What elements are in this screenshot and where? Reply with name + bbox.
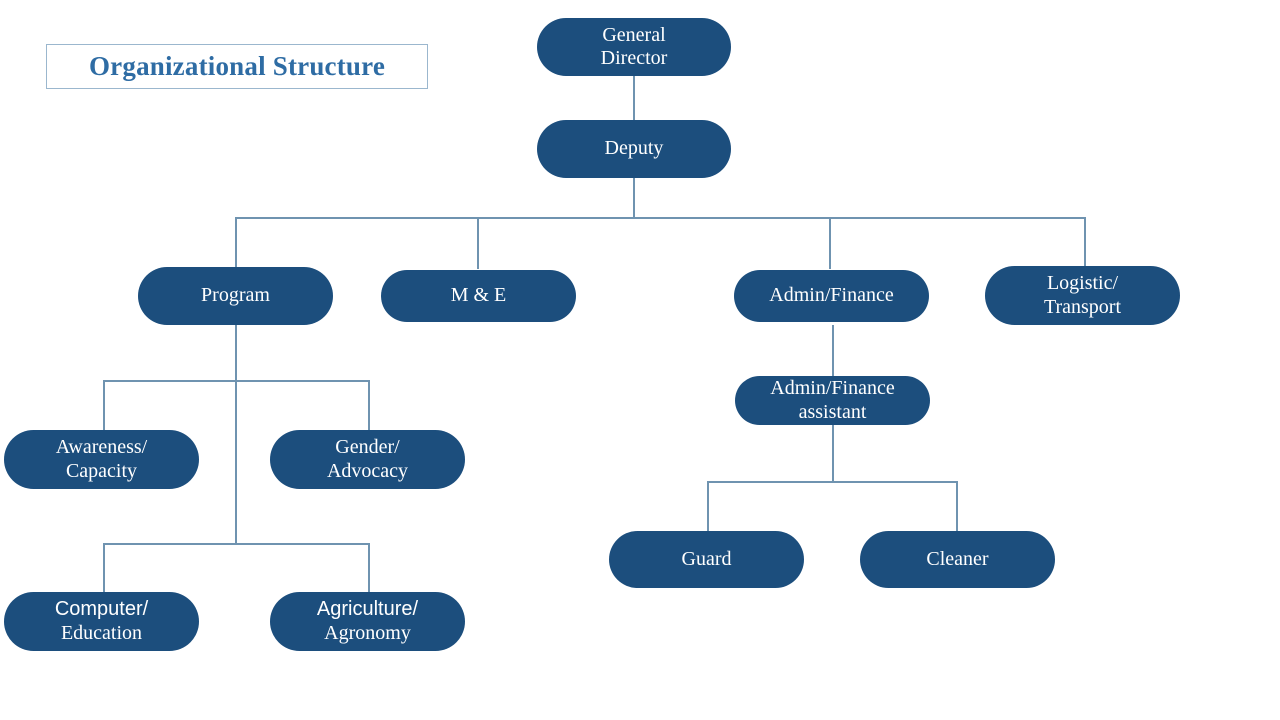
node-m-and-e-label: M & E [450,284,507,307]
node-gender-advocacy-label: Gender/Advocacy [326,436,409,482]
connector-drop-cleaner [956,481,958,532]
connector-program-bus-2 [103,543,370,545]
connector-drop-program [235,217,237,269]
node-deputy[interactable]: Deputy [537,120,731,178]
node-awareness-capacity-label: Awareness/Capacity [55,436,148,482]
node-program-label: Program [201,284,270,307]
node-cleaner-label: Cleaner [926,547,989,570]
connector-deputy-stem [633,178,635,218]
node-cleaner[interactable]: Cleaner [860,531,1055,588]
page-title: Organizational Structure [88,51,386,81]
node-agriculture-agronomy-label: Agriculture/Agronomy [316,598,419,644]
connector-drop-agriculture-agronomy [368,543,370,594]
connector-adminfinance-to-assistant [832,325,834,376]
node-agriculture-agronomy[interactable]: Agriculture/Agronomy [270,592,465,651]
node-guard[interactable]: Guard [609,531,804,588]
node-computer-education[interactable]: Computer/Education [4,592,199,651]
node-program[interactable]: Program [138,267,333,325]
node-admin-finance[interactable]: Admin/Finance [734,270,929,322]
connector-drop-m-and-e [477,217,479,269]
connector-director-to-deputy [633,76,635,120]
connector-assistant-stem [832,425,834,481]
connector-drop-gender-advocacy [368,380,370,431]
chart-title-box: Organizational Structure [46,44,428,89]
connector-drop-logistic-transport [1084,217,1086,269]
connector-drop-guard [707,481,709,532]
node-admin-finance-label: Admin/Finance [769,284,894,307]
node-guard-label: Guard [681,547,732,570]
connector-drop-computer-education [103,543,105,594]
connector-assistant-bus [707,481,958,483]
connector-program-bus-1 [103,380,370,382]
node-logistic-transport[interactable]: Logistic/Transport [985,266,1180,325]
connector-program-trunk [235,325,237,543]
connector-level2-bus [235,217,1086,219]
node-logistic-transport-label: Logistic/Transport [1043,272,1122,318]
node-gender-advocacy[interactable]: Gender/Advocacy [270,430,465,489]
node-m-and-e[interactable]: M & E [381,270,576,322]
node-deputy-label: Deputy [604,137,664,160]
node-computer-education-label: Computer/Education [54,598,149,644]
connector-drop-awareness-capacity [103,380,105,431]
connector-drop-admin-finance [829,217,831,269]
node-awareness-capacity[interactable]: Awareness/Capacity [4,430,199,489]
